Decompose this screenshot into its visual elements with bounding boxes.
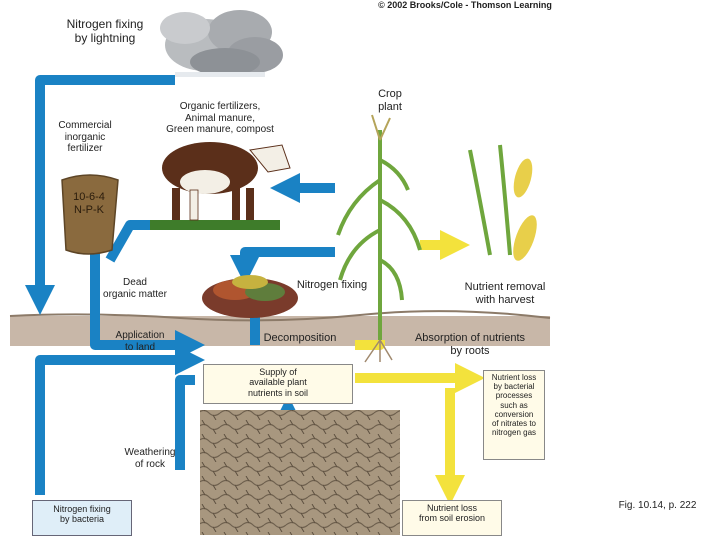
copyright-notice: © 2002 Brooks/Cole - Thomson Learning (378, 0, 552, 10)
storm-cloud (160, 10, 283, 77)
figure-reference: Fig. 10.14, p. 222 (618, 500, 697, 511)
label-commercial-fertilizer: Commercial inorganic fertilizer (58, 120, 112, 154)
label-decomposition: Decomposition (263, 332, 337, 344)
blue-flow-arrows (25, 75, 335, 495)
bedrock (200, 410, 400, 535)
arrow-lightning-to-soil (25, 75, 175, 315)
harvested-corn (468, 144, 537, 261)
dead-organic-matter-pile (202, 275, 298, 318)
label-nutrient-removal: Nutrient removal with harvest (464, 281, 546, 306)
label-organic-fertilizers: Organic fertilizers, Animal manure, Gree… (166, 101, 274, 135)
label-application-to-land: Application to land (115, 330, 165, 353)
label-nitrogen-fixing: Nitrogen fixing (296, 279, 368, 291)
label-absorption: Absorption of nutrients by roots (414, 332, 526, 357)
label-weathering-of-rock: Weathering of rock (124, 447, 176, 470)
arrow-fixing-to-dead (230, 247, 335, 285)
cow-illustration (150, 142, 291, 230)
corn-plant (336, 114, 422, 363)
erosion-loss-box: Nutrient loss from soil erosion (402, 500, 502, 536)
fertilizer-bag (61, 174, 119, 255)
label-dead-organic-matter: Dead organic matter (103, 277, 167, 300)
arrow-application (90, 250, 205, 360)
arrow-manure-to-land (105, 220, 190, 263)
label-npk: 10-6-4 N-P-K (73, 191, 105, 216)
label-nitrogen-fixing-lightning: Nitrogen fixing by lightning (66, 17, 144, 45)
bacterial-loss-box: Nutrient loss by bacterial processes suc… (483, 370, 545, 460)
arrow-weathering (175, 375, 195, 470)
nitrogen-fixing-bacteria-box: Nitrogen fixing by bacteria (32, 500, 132, 536)
supply-nutrients-box: Supply of available plant nutrients in s… (203, 364, 353, 404)
arrow-bacteria-up (35, 345, 205, 495)
label-crop-plant: Crop plant (378, 88, 402, 113)
